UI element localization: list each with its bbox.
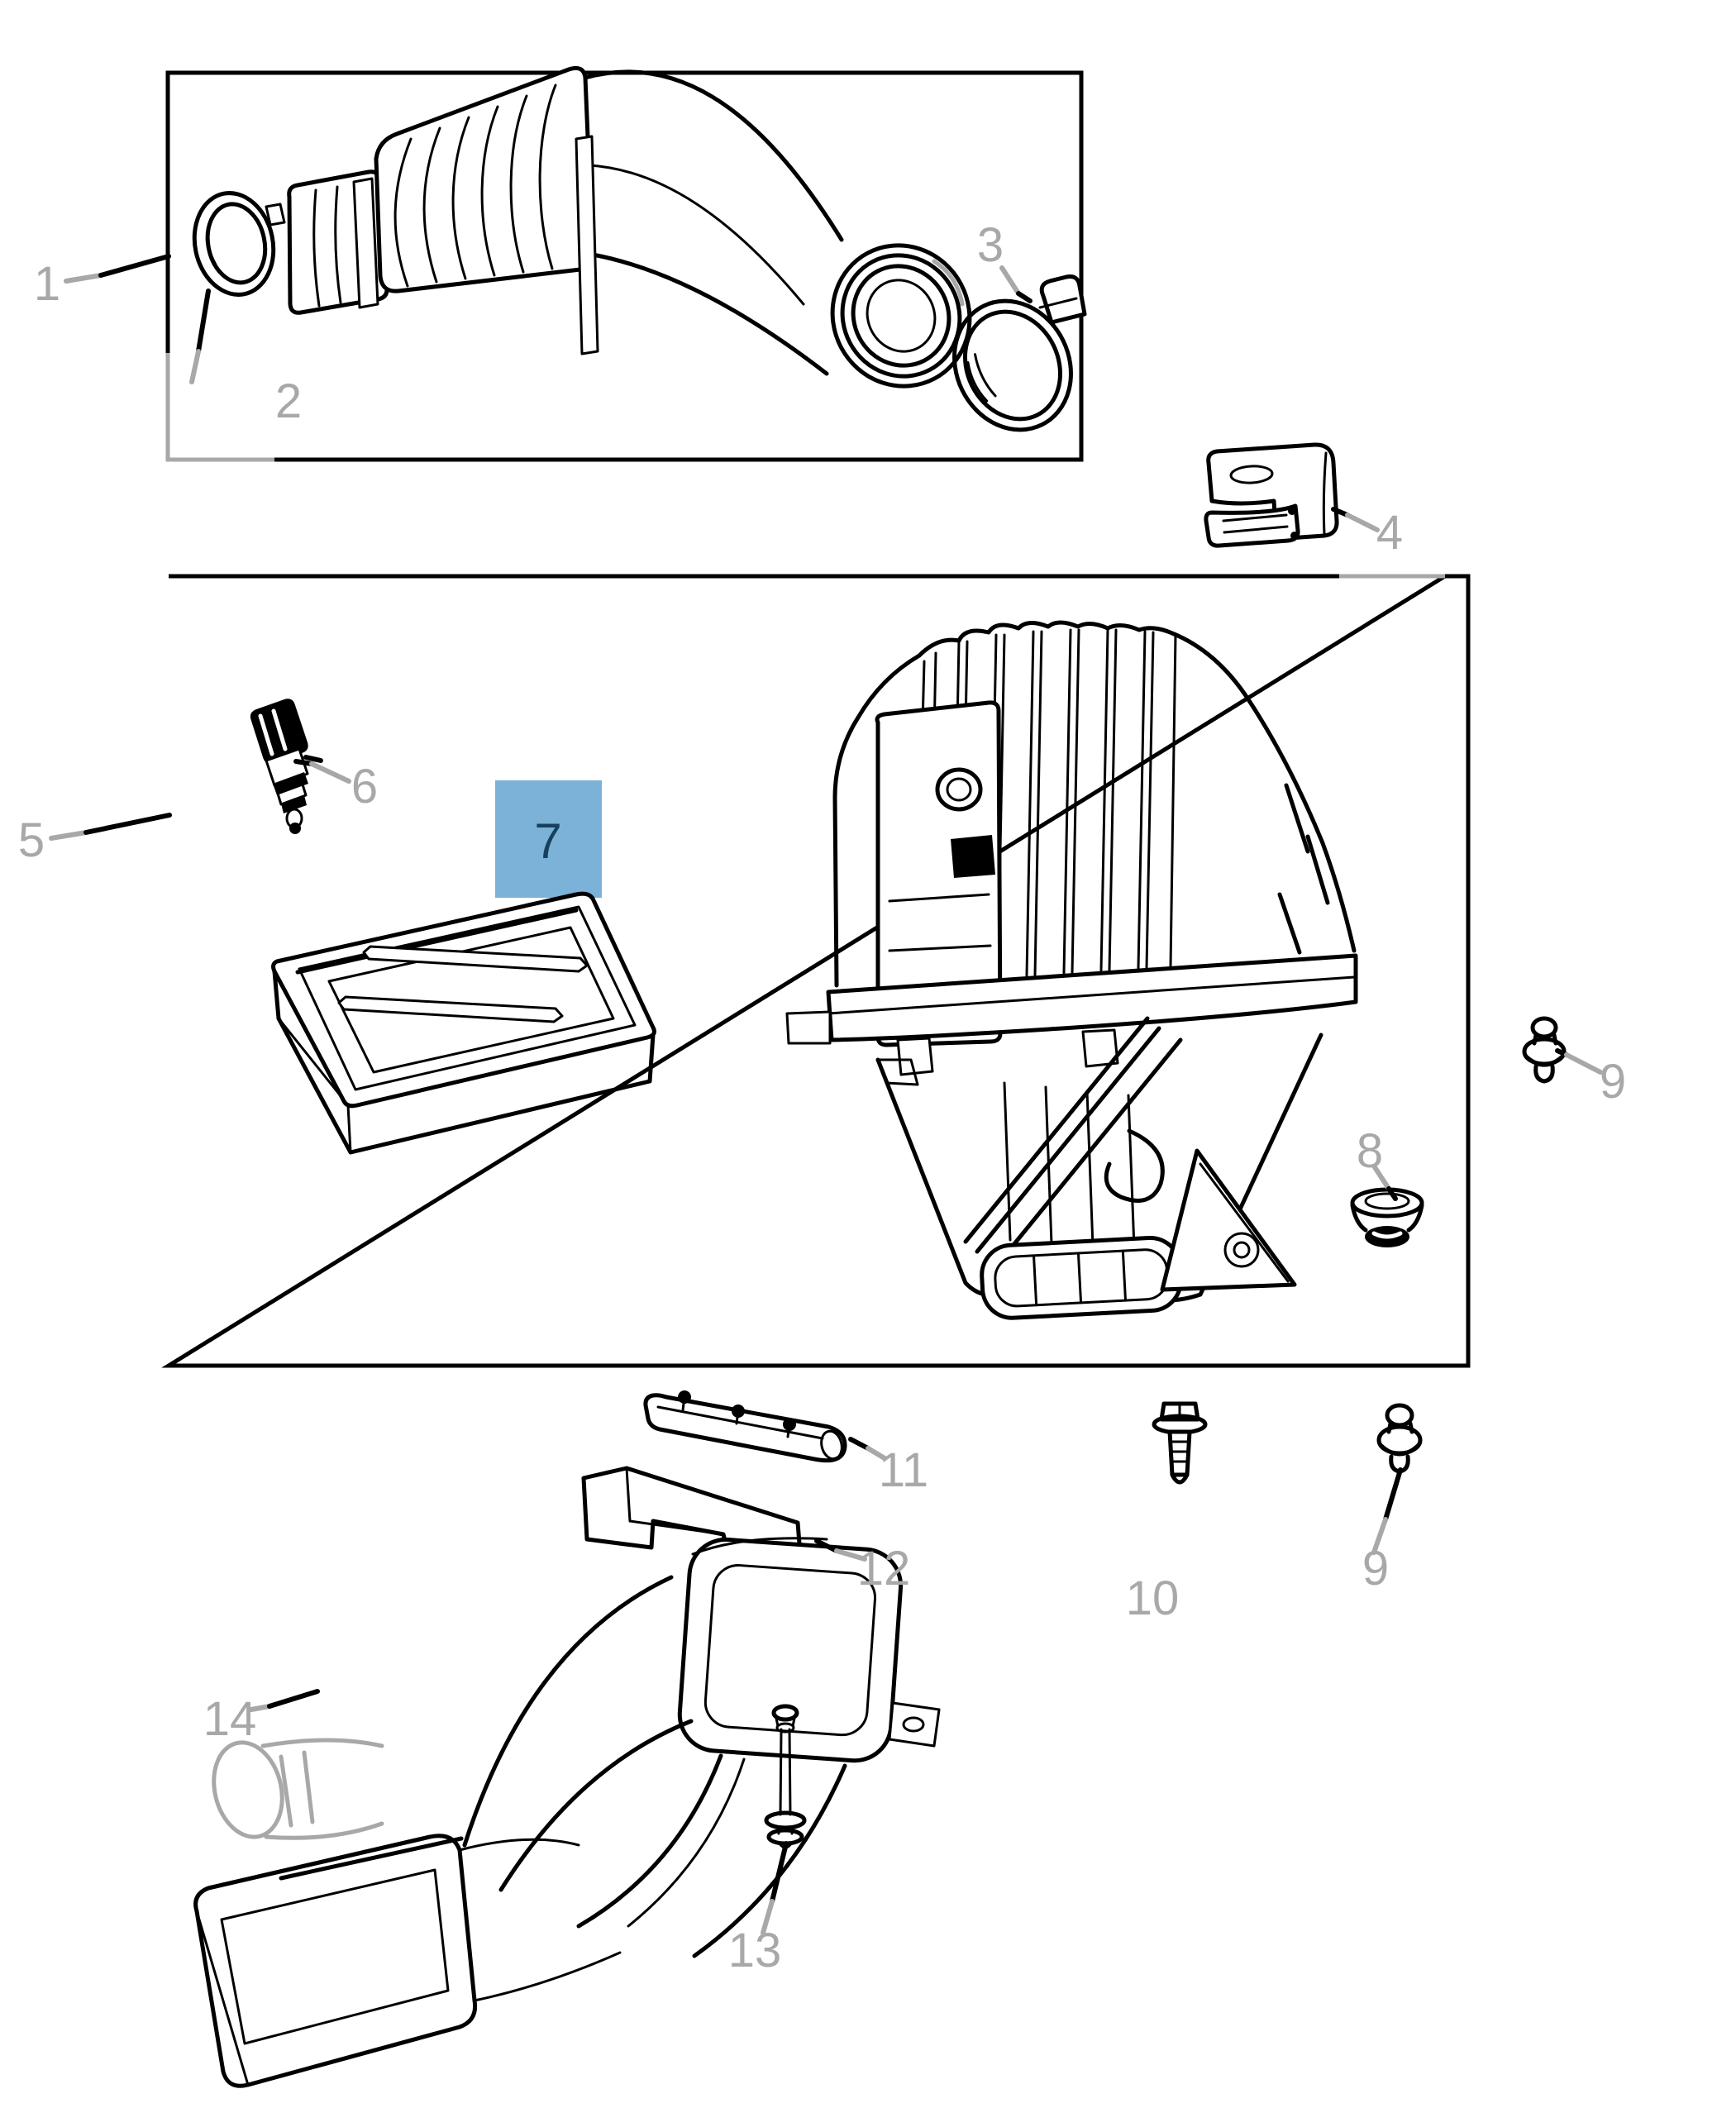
callout-9-upper: 9 bbox=[1600, 1055, 1626, 1109]
hose-clamp-small bbox=[192, 191, 286, 297]
mounting-bracket bbox=[1204, 442, 1339, 548]
callout-2: 2 bbox=[275, 374, 302, 428]
push-pin-lower bbox=[1376, 1403, 1423, 1474]
leader-lines bbox=[49, 254, 1603, 1935]
air-filter-element bbox=[271, 891, 656, 1155]
phantom-inlet-tube bbox=[212, 1738, 384, 1840]
callout-8: 8 bbox=[1357, 1124, 1383, 1178]
callout-13: 13 bbox=[728, 1924, 782, 1977]
highlight-number: 7 bbox=[534, 813, 561, 869]
support-bar bbox=[643, 1390, 847, 1463]
group-box-hose bbox=[165, 70, 1084, 462]
callout-14: 14 bbox=[203, 1692, 257, 1746]
screw-pin bbox=[764, 1704, 807, 1849]
air-temp-sensor bbox=[250, 699, 323, 834]
air-intake-hose bbox=[287, 65, 972, 389]
push-pin-upper bbox=[1522, 1016, 1567, 1084]
callout-12: 12 bbox=[857, 1542, 911, 1595]
callout-11: 11 bbox=[879, 1443, 928, 1497]
air-inlet-duct bbox=[193, 1537, 941, 2088]
callout-9-lower: 9 bbox=[1362, 1542, 1389, 1595]
highlight-box bbox=[495, 780, 602, 898]
highlighted-part-callout[interactable]: 7 bbox=[495, 780, 602, 898]
grommet bbox=[1350, 1187, 1424, 1247]
callout-3: 3 bbox=[977, 218, 1004, 272]
callout-10: 10 bbox=[1126, 1571, 1180, 1625]
callout-4: 4 bbox=[1376, 506, 1403, 560]
callout-6: 6 bbox=[351, 760, 378, 813]
hose-clamp-large bbox=[952, 274, 1087, 432]
callout-5: 5 bbox=[18, 813, 45, 867]
group-box-air-cleaner bbox=[161, 574, 1471, 1368]
hex-bolt bbox=[1152, 1401, 1208, 1485]
callout-numbers: 1 2 3 4 5 6 8 9 9 10 11 12 13 14 bbox=[18, 218, 1626, 1977]
callout-1: 1 bbox=[34, 257, 60, 311]
air-cleaner-housing bbox=[785, 620, 1358, 1320]
